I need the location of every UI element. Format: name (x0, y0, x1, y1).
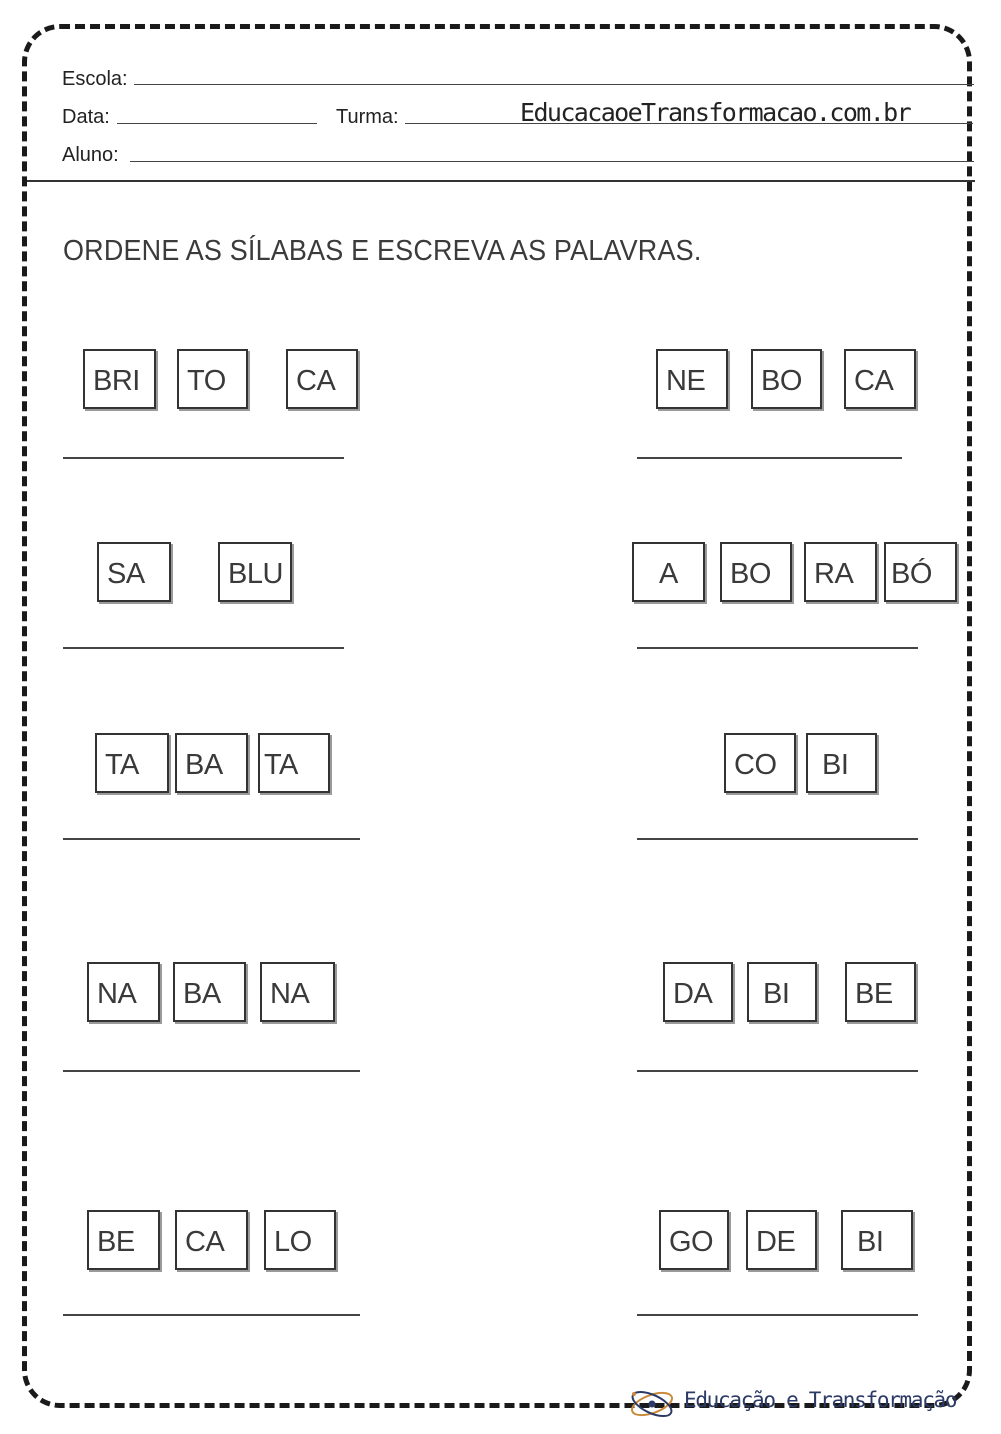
syllable-tile: BE (87, 1210, 160, 1270)
syllable-tile: TA (95, 733, 169, 793)
date-label: Data: (62, 106, 110, 128)
syllable-tile: SA (97, 542, 171, 602)
answer-line[interactable] (637, 838, 918, 840)
answer-line[interactable] (637, 1070, 918, 1072)
answer-line[interactable] (63, 838, 360, 840)
dashed-border (22, 24, 972, 1408)
syllable-tile: NE (656, 349, 728, 409)
syllable-tile: BÓ (884, 542, 957, 602)
answer-line[interactable] (63, 647, 344, 649)
syllable-tile: NA (260, 962, 335, 1022)
syllable-tile: CA (175, 1210, 248, 1270)
answer-line[interactable] (63, 457, 344, 459)
school-field-line[interactable] (134, 84, 974, 85)
school-label: Escola: (62, 68, 128, 90)
header-divider (27, 180, 975, 182)
syllable-tile: A (632, 542, 705, 602)
syllable-tile: CO (724, 733, 796, 793)
syllable-tile: BRI (83, 349, 156, 409)
brand-name: Educação e Transformação (684, 1388, 958, 1412)
syllable-tile: BLU (218, 542, 292, 602)
syllable-tile: DE (746, 1210, 817, 1270)
syllable-tile: BA (175, 733, 248, 793)
answer-line[interactable] (637, 647, 918, 649)
syllable-tile: BA (173, 962, 246, 1022)
answer-line[interactable] (63, 1314, 360, 1316)
syllable-tile: BI (806, 733, 877, 793)
syllable-tile: GO (659, 1210, 729, 1270)
student-field-line[interactable] (130, 161, 974, 162)
class-field-line[interactable] (405, 123, 973, 124)
date-field-line[interactable] (117, 123, 317, 124)
answer-line[interactable] (637, 457, 902, 459)
instruction-heading: ORDENE AS SÍLABAS E ESCREVA AS PALAVRAS. (63, 235, 702, 267)
syllable-tile: TO (177, 349, 248, 409)
syllable-tile: BO (720, 542, 792, 602)
syllable-tile: CA (286, 349, 358, 409)
syllable-tile: BI (841, 1210, 913, 1270)
syllable-tile: RA (804, 542, 877, 602)
student-label: Aluno: (62, 144, 119, 166)
syllable-tile: BO (751, 349, 822, 409)
atom-orbit-icon (631, 1390, 673, 1418)
class-label: Turma: (336, 106, 399, 128)
footer-brand: Educação e Transformação (628, 1384, 958, 1424)
website-watermark: EducacaoeTransformacao.com.br (520, 98, 912, 127)
answer-line[interactable] (637, 1314, 918, 1316)
syllable-tile: CA (844, 349, 916, 409)
answer-line[interactable] (63, 1070, 360, 1072)
syllable-tile: BI (747, 962, 817, 1022)
syllable-tile: TA (258, 733, 330, 793)
syllable-tile: NA (87, 962, 160, 1022)
syllable-tile: BE (845, 962, 916, 1022)
syllable-tile: LO (264, 1210, 336, 1270)
syllable-tile: DA (663, 962, 733, 1022)
